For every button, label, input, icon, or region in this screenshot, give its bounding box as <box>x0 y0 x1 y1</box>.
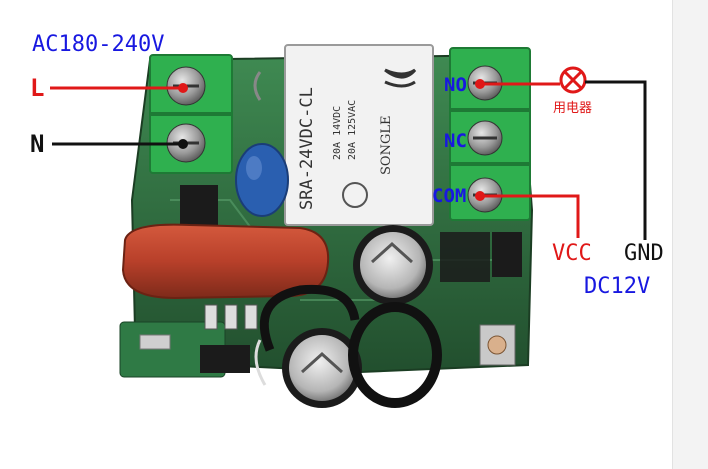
gnd-label: GND <box>624 241 664 266</box>
neutral-wire-dot <box>178 139 188 149</box>
small-ic-chip <box>180 185 218 225</box>
relay-rating-dc-text: 20A 14VDC <box>332 106 343 160</box>
small-components <box>200 232 522 373</box>
red-film-capacitor <box>121 223 330 300</box>
ac-voltage-label: AC180-240V <box>32 32 165 57</box>
ul-mark-icon <box>342 182 368 208</box>
load-label: 用电器 <box>553 101 593 116</box>
no-terminal-label: NO <box>444 74 467 96</box>
neutral-label: N <box>30 130 45 158</box>
relay-brand-text: SONGLE <box>379 116 394 175</box>
live-wire-dot <box>178 83 188 93</box>
ac-terminal-block <box>149 54 233 174</box>
dc-voltage-label: DC12V <box>584 274 651 299</box>
relay-logo-icon <box>384 68 417 88</box>
inductor-coil <box>254 284 442 408</box>
com-wire-dot <box>475 191 485 201</box>
songle-relay: SRA-24VDC-CL 20A 14VDC 20A 125VAC SONGLE <box>284 44 434 226</box>
vcc-label: VCC <box>552 241 592 266</box>
blue-capacitor <box>235 71 289 217</box>
relay-model-text: SRA-24VDC-CL <box>297 87 317 210</box>
nc-terminal-label: NC <box>444 130 467 152</box>
page-edge-strip <box>672 0 708 469</box>
electrolytic-capacitor-top <box>353 225 433 305</box>
electrolytic-capacitor-bottom <box>282 328 362 408</box>
com-to-vcc-wire <box>480 194 580 238</box>
load-lamp-icon <box>559 66 587 94</box>
no-wire-dot <box>475 79 485 89</box>
com-terminal-label: COM <box>432 185 467 207</box>
gnd-wire <box>585 80 647 240</box>
relay-rating-ac-text: 20A 125VAC <box>347 100 358 160</box>
live-label: L <box>30 74 45 102</box>
